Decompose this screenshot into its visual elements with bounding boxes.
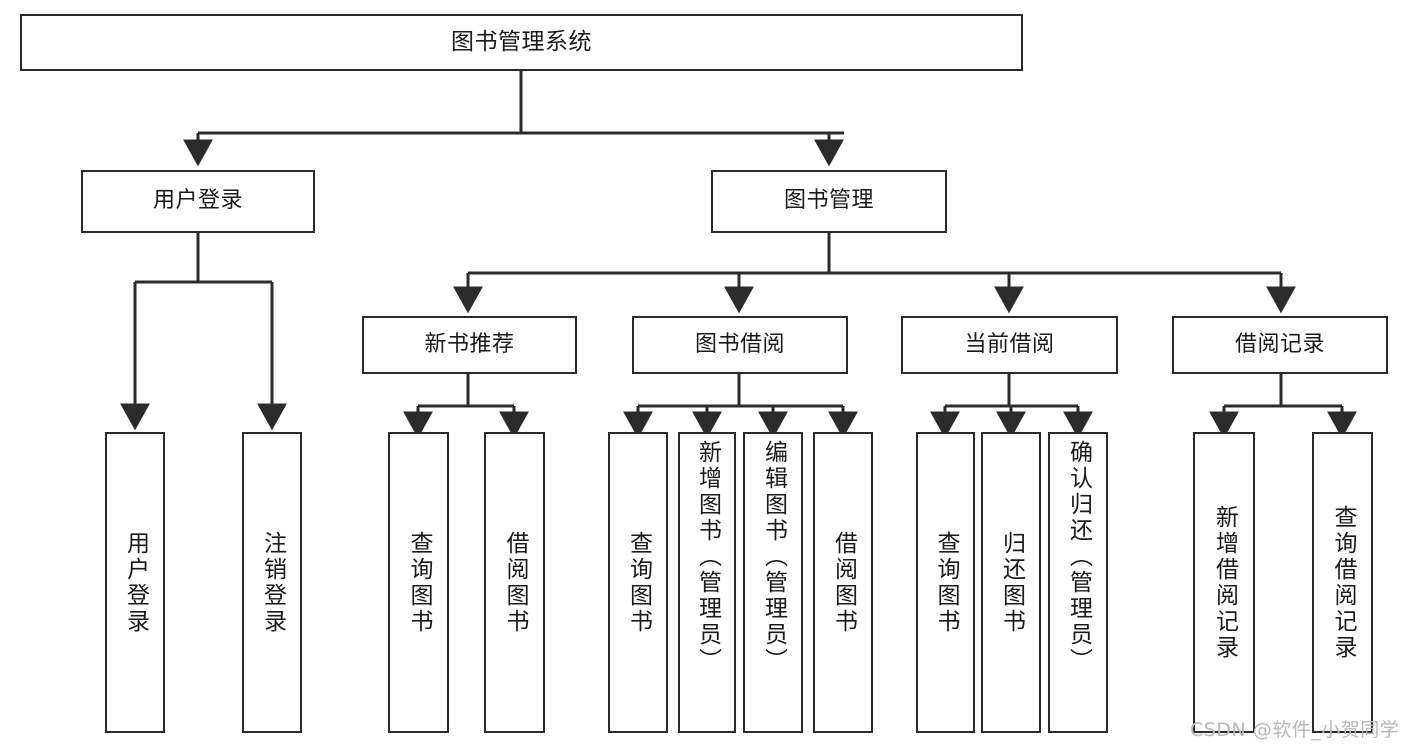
node-leaf-borrow-lend[interactable]: 借阅图书 — [813, 432, 873, 733]
node-root[interactable]: 图书管理系统 — [20, 14, 1023, 71]
node-user-login-label: 用户登录 — [152, 188, 243, 214]
node-borrow-record-label: 借阅记录 — [1234, 331, 1325, 357]
node-borrow-record[interactable]: 借阅记录 — [1172, 316, 1388, 374]
node-leaf-rec-borrow[interactable]: 借阅图书 — [484, 432, 545, 733]
node-leaf-borrow-query-label: 查询图书 — [625, 530, 652, 635]
node-leaf-rec-borrow-label: 借阅图书 — [502, 530, 528, 635]
node-leaf-rec-query-label: 查询图书 — [406, 530, 432, 635]
node-root-label: 图书管理系统 — [451, 28, 592, 55]
node-current-borrow[interactable]: 当前借阅 — [901, 316, 1118, 374]
node-book-borrow[interactable]: 图书借阅 — [632, 316, 848, 374]
node-new-book-rec-label: 新书推荐 — [424, 331, 515, 357]
node-leaf-cur-confirm-label: 确认归还（管理员） — [1065, 440, 1092, 674]
node-leaf-rec-query[interactable]: 查询图书 — [388, 432, 449, 733]
csdn-watermark: CSDN @软件_小贺同学 — [1190, 719, 1400, 741]
node-leaf-cur-return-label: 归还图书 — [998, 530, 1025, 635]
node-user-login[interactable]: 用户登录 — [81, 170, 315, 233]
node-leaf-user-logout[interactable]: 注销登录 — [242, 432, 302, 733]
node-book-manage-label: 图书管理 — [783, 188, 874, 214]
node-leaf-borrow-edit[interactable]: 编辑图书（管理员） — [743, 432, 803, 733]
node-leaf-cur-return[interactable]: 归还图书 — [981, 432, 1041, 733]
node-leaf-borrow-query[interactable]: 查询图书 — [608, 432, 668, 733]
node-leaf-rec-add-label: 新增借阅记录 — [1211, 504, 1238, 661]
node-new-book-rec[interactable]: 新书推荐 — [362, 316, 577, 374]
node-leaf-user-login-label: 用户登录 — [122, 530, 149, 635]
node-leaf-cur-confirm[interactable]: 确认归还（管理员） — [1048, 432, 1108, 733]
node-leaf-borrow-edit-label: 编辑图书（管理员） — [760, 440, 787, 674]
node-leaf-cur-query-label: 查询图书 — [933, 530, 959, 635]
node-leaf-rec-search-label: 查询借阅记录 — [1330, 504, 1356, 661]
node-book-manage[interactable]: 图书管理 — [711, 170, 947, 233]
node-leaf-cur-query[interactable]: 查询图书 — [916, 432, 975, 733]
node-leaf-borrow-lend-label: 借阅图书 — [830, 530, 857, 635]
node-leaf-user-login[interactable]: 用户登录 — [105, 432, 165, 733]
node-leaf-rec-add[interactable]: 新增借阅记录 — [1193, 432, 1255, 733]
node-current-borrow-label: 当前借阅 — [964, 331, 1055, 357]
node-leaf-borrow-add[interactable]: 新增图书（管理员） — [678, 432, 736, 733]
node-leaf-rec-search[interactable]: 查询借阅记录 — [1312, 432, 1373, 733]
node-leaf-user-logout-label: 注销登录 — [259, 530, 286, 635]
node-book-borrow-label: 图书借阅 — [694, 331, 785, 357]
node-leaf-borrow-add-label: 新增图书（管理员） — [694, 440, 721, 674]
